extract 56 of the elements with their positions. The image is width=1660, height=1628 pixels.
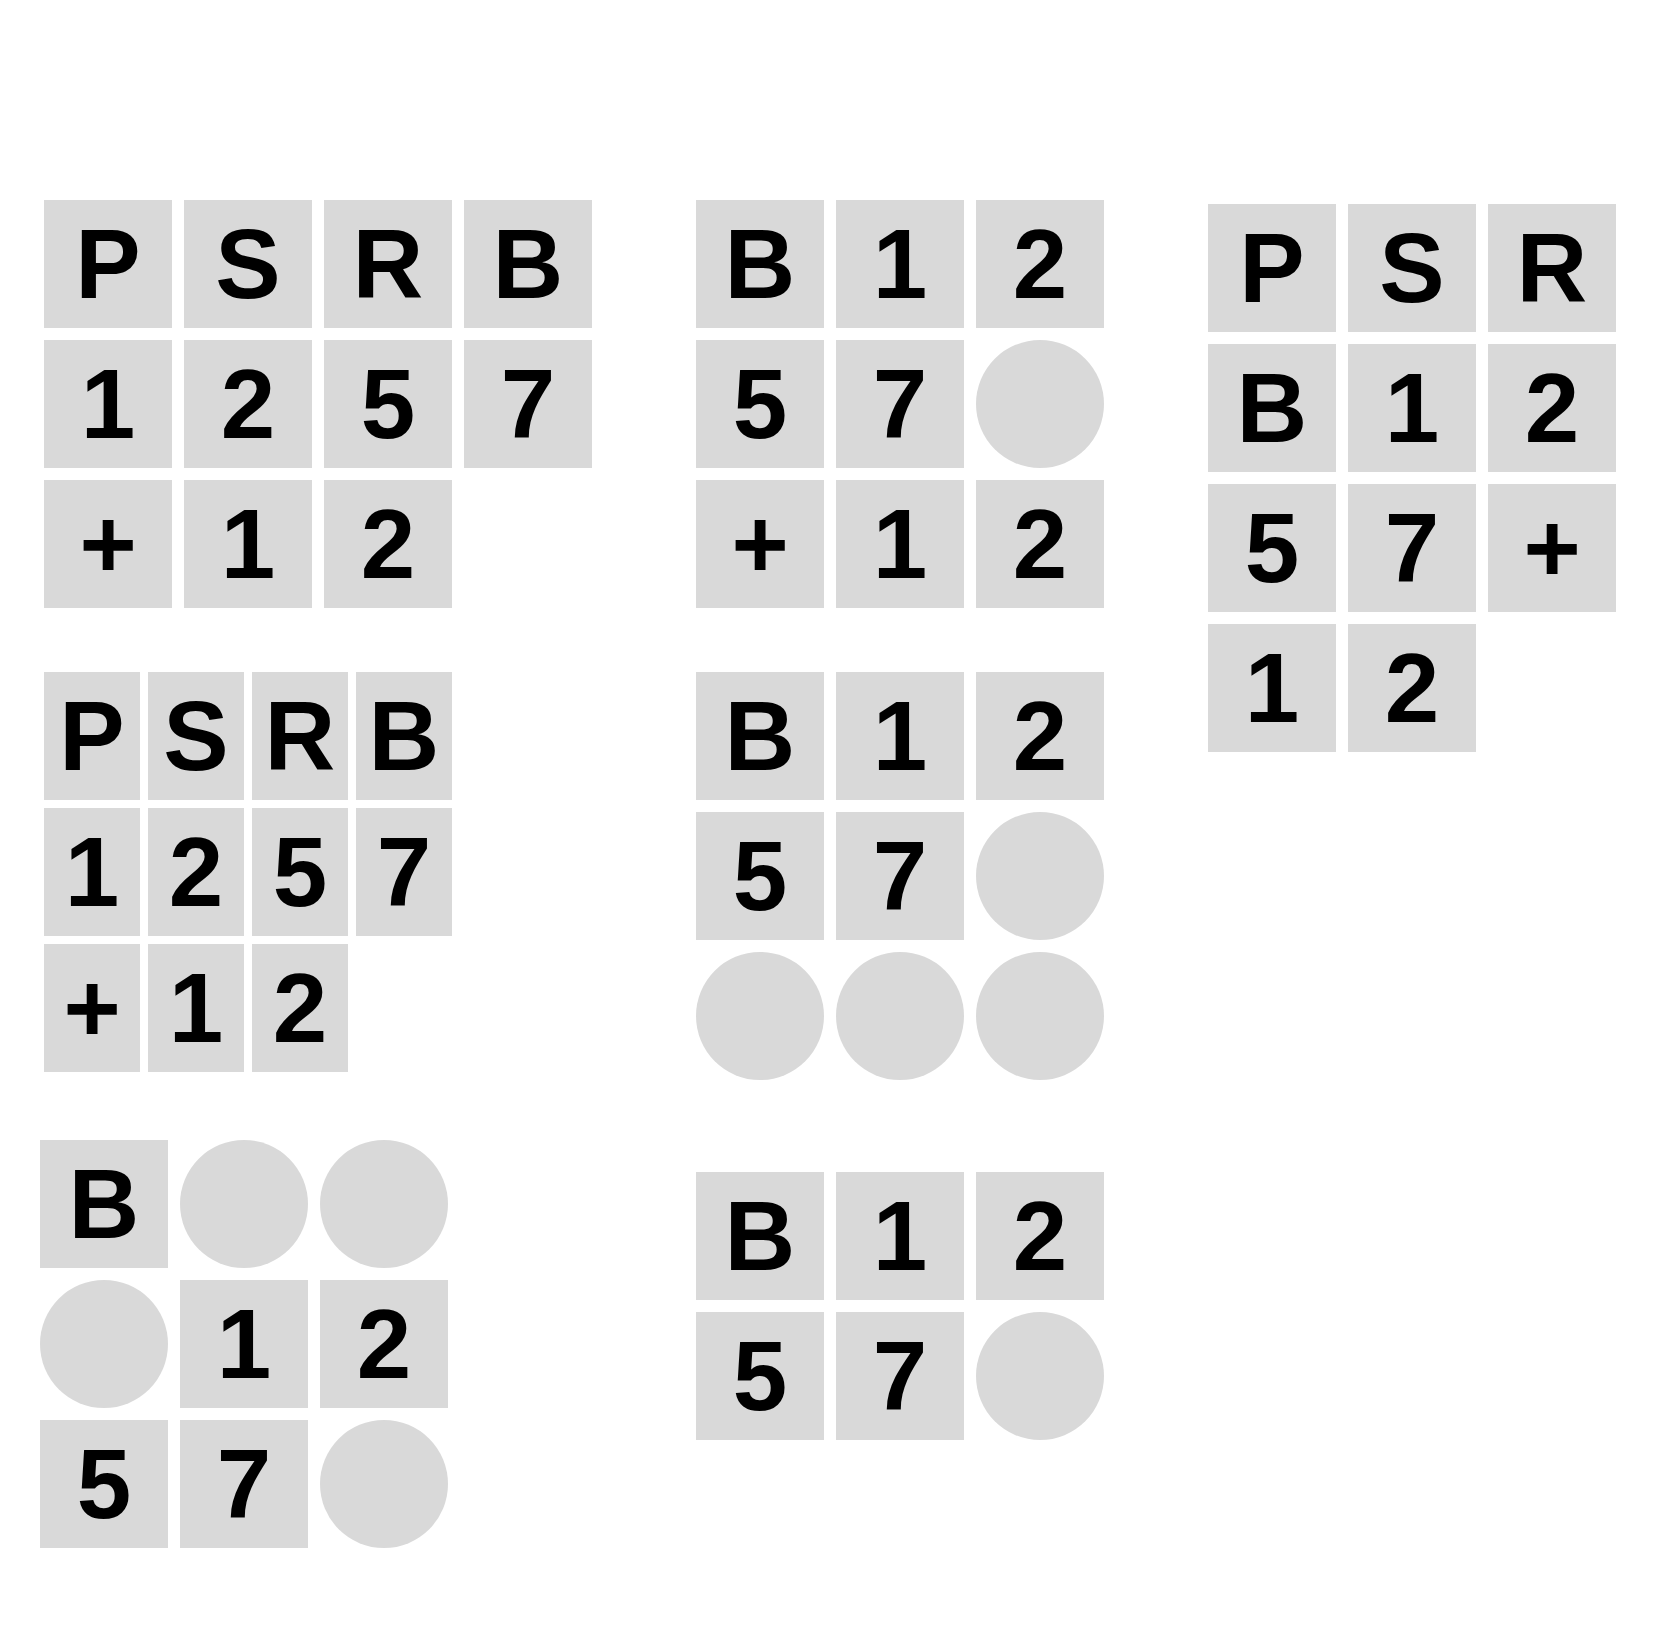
character-tile: P (44, 672, 140, 800)
character-tile: 5 (696, 1312, 824, 1440)
character-tile: 7 (1348, 484, 1476, 612)
character-tile: 5 (40, 1420, 168, 1548)
character-tile: 1 (148, 944, 244, 1072)
character-tile: 5 (1208, 484, 1336, 612)
character-tile: B (1208, 344, 1336, 472)
character-tile: + (1488, 484, 1616, 612)
character-tile: 2 (976, 1172, 1104, 1300)
character-tile: 2 (976, 672, 1104, 800)
character-tile: B (40, 1140, 168, 1268)
character-tile: + (44, 480, 172, 608)
character-tile: B (696, 200, 824, 328)
character-tile: 2 (148, 808, 244, 936)
character-tile: 7 (464, 340, 592, 468)
character-tile: 1 (180, 1280, 308, 1408)
character-tile: B (696, 1172, 824, 1300)
character-tile: 1 (1208, 624, 1336, 752)
character-tile: S (1348, 204, 1476, 332)
character-tile: 2 (1348, 624, 1476, 752)
character-tile: 1 (44, 808, 140, 936)
character-tile: 2 (1488, 344, 1616, 472)
character-tile: 5 (696, 340, 824, 468)
character-tile: 2 (324, 480, 452, 608)
character-tile: + (696, 480, 824, 608)
character-tile: 1 (836, 672, 964, 800)
character-tile: 2 (976, 480, 1104, 608)
character-tile: 7 (836, 812, 964, 940)
character-tile: 5 (252, 808, 348, 936)
character-tile: 5 (696, 812, 824, 940)
character-tile: 2 (320, 1280, 448, 1408)
character-tile: 1 (44, 340, 172, 468)
character-tile: 2 (184, 340, 312, 468)
character-tile: R (1488, 204, 1616, 332)
character-tile: R (324, 200, 452, 328)
character-tile: P (1208, 204, 1336, 332)
character-tile: 1 (836, 480, 964, 608)
character-tile: + (44, 944, 140, 1072)
character-tile: 5 (324, 340, 452, 468)
character-tile: S (148, 672, 244, 800)
character-tile: R (252, 672, 348, 800)
character-tile: 1 (836, 1172, 964, 1300)
character-tile: 7 (836, 340, 964, 468)
character-tile: 7 (356, 808, 452, 936)
character-tile: B (696, 672, 824, 800)
character-tile: 2 (252, 944, 348, 1072)
character-tile: B (464, 200, 592, 328)
character-tile: 7 (180, 1420, 308, 1548)
character-tile: 1 (184, 480, 312, 608)
character-tile: S (184, 200, 312, 328)
character-tile: 2 (976, 200, 1104, 328)
character-tile: 1 (836, 200, 964, 328)
character-tile: 7 (836, 1312, 964, 1440)
character-tile: 1 (1348, 344, 1476, 472)
character-tile: B (356, 672, 452, 800)
character-tile: P (44, 200, 172, 328)
